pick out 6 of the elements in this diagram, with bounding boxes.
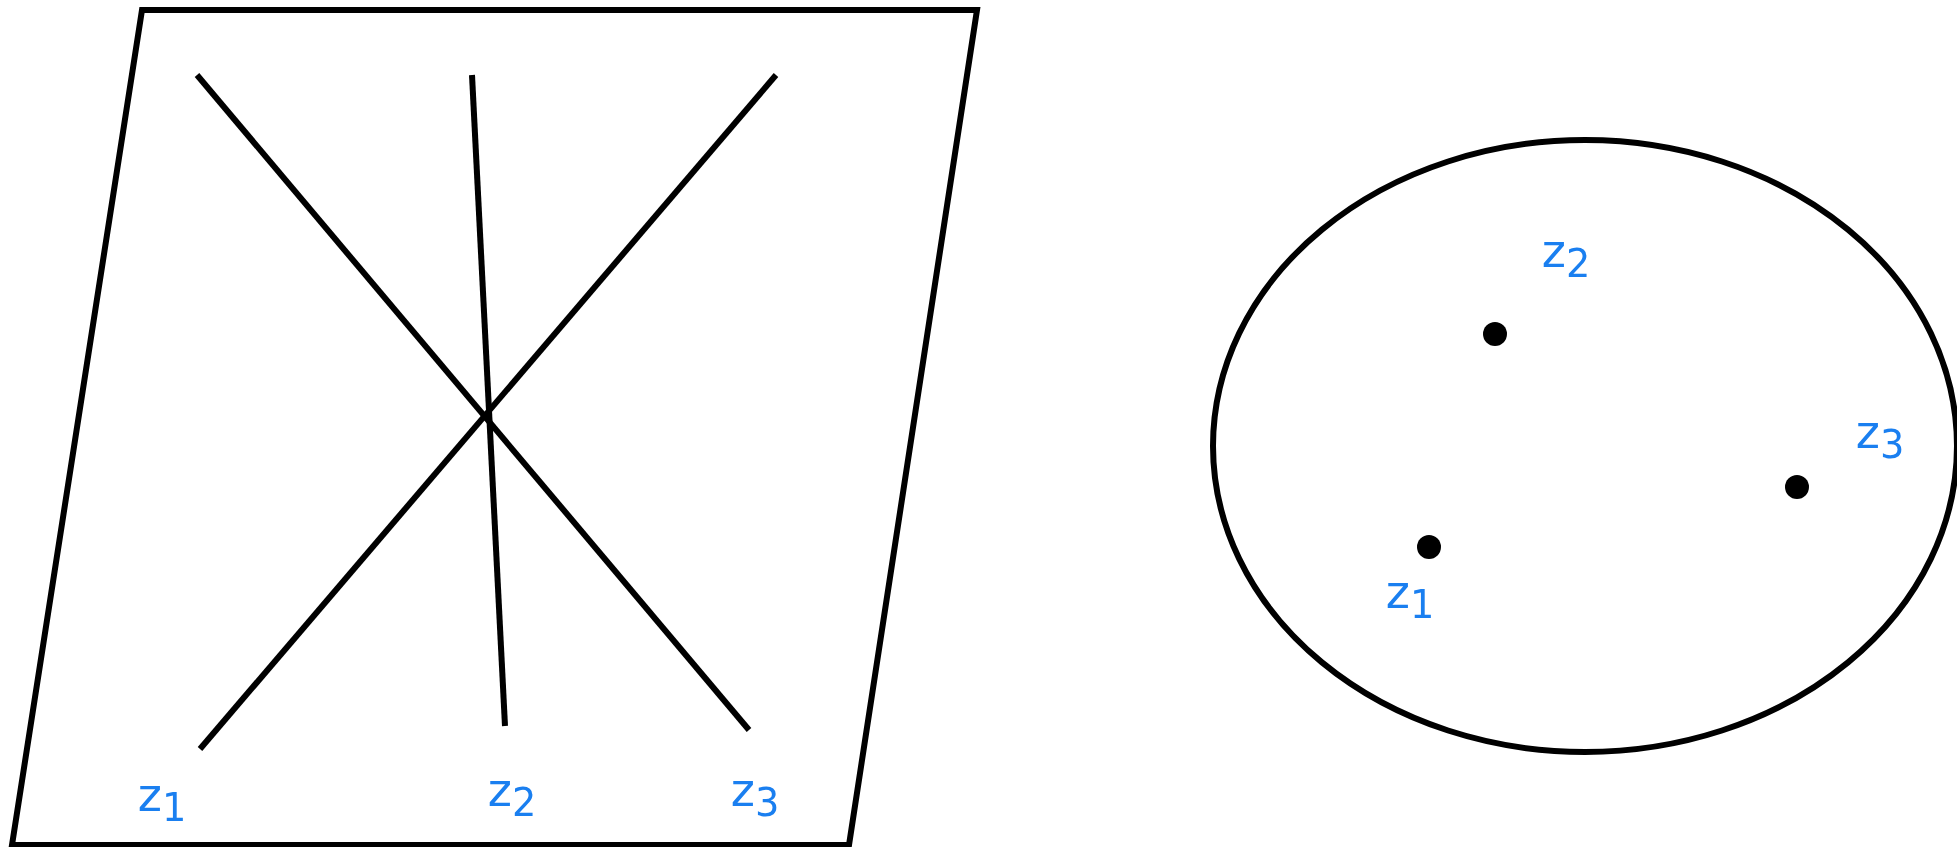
point-label: z$_{3}$ xyxy=(1855,409,1905,465)
point-label: z$_{1}$ xyxy=(137,772,187,828)
point-label: z$_{1}$ xyxy=(1385,569,1435,625)
point-label: z$_{3}$ xyxy=(730,767,780,823)
point-label: z$_{2}$ xyxy=(1541,228,1591,284)
point-label: z$_{2}$ xyxy=(487,767,537,823)
